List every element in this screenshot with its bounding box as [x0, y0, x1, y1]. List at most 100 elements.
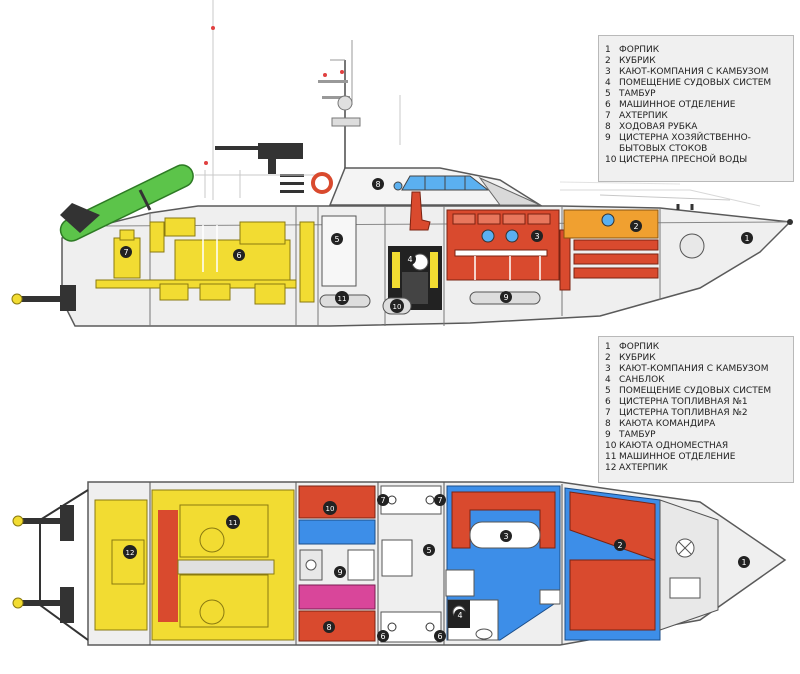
marker-label: 8 [375, 180, 380, 189]
marker-circle [323, 501, 337, 515]
room-marker-1: 1 [741, 232, 753, 244]
legend-number: 9 [605, 133, 611, 143]
legend-label: ФОРПИК [619, 342, 660, 352]
room-marker-8: 8 [372, 178, 384, 190]
legend-item: 7 АХТЕРПИК [605, 111, 787, 122]
legend-label: ТАМБУР [619, 430, 656, 440]
marker-circle [335, 291, 349, 305]
legend-label: ЦИСТЕРНА ПРЕСНОЙ ВОДЫ [619, 155, 748, 165]
legend-label: ХОДОВАЯ РУБКА [619, 122, 698, 132]
legend-item: 1 ФОРПИК [605, 342, 787, 353]
room-marker-12: 12 [123, 545, 137, 559]
legend-number: 7 [605, 408, 611, 418]
legend-label: ЦИСТЕРНА ТОПЛИВНАЯ №1 [619, 397, 748, 407]
legend-label: КАЮТ-КОМПАНИЯ С КАМБУЗОМ [619, 67, 769, 77]
legend-item: 8 ХОДОВАЯ РУБКА [605, 122, 787, 133]
room-marker-11: 11 [335, 291, 349, 305]
marker-label: 11 [338, 295, 347, 303]
marker-label: 9 [503, 293, 508, 302]
legend-label: КУБРИК [619, 353, 656, 363]
room-marker-6: 6 [434, 630, 446, 642]
legend-number: 4 [605, 375, 611, 385]
room-marker-10: 10 [390, 299, 404, 313]
legend-item: 6 МАШИННОЕ ОТДЕЛЕНИЕ [605, 100, 787, 111]
legend-number: 6 [605, 100, 611, 110]
legend-item: 4 САНБЛОК [605, 375, 787, 386]
legend-number: 4 [605, 78, 611, 88]
legend-label: АХТЕРПИК [619, 111, 668, 121]
room-marker-3: 3 [500, 530, 512, 542]
marker-label: 9 [337, 568, 342, 577]
room-marker-6: 6 [233, 249, 245, 261]
legend-number: 12 [605, 463, 617, 473]
marker-circle [454, 609, 466, 621]
legend-label: САНБЛОК [619, 375, 665, 385]
legend-number: 5 [605, 89, 611, 99]
marker-label: 10 [326, 505, 335, 513]
legend-item: 8 КАЮТА КОМАНДИРА [605, 419, 787, 430]
legend-label: МАШИННОЕ ОТДЕЛЕНИЕ [619, 452, 736, 462]
marker-circle [500, 530, 512, 542]
room-marker-9: 9 [334, 566, 346, 578]
marker-circle [377, 630, 389, 642]
marker-label: 5 [426, 546, 431, 555]
marker-label: 2 [633, 222, 638, 231]
room-marker-7: 7 [120, 246, 132, 258]
marker-label: 8 [326, 623, 331, 632]
side-view [11, 0, 793, 327]
marker-circle [331, 233, 343, 245]
room-marker-4: 4 [454, 609, 466, 621]
legend-number: 1 [605, 342, 611, 352]
legend-label: АХТЕРПИК [619, 463, 668, 473]
legend-item: 9 ТАМБУР [605, 430, 787, 441]
legend-number: 10 [605, 441, 617, 451]
marker-circle [531, 230, 543, 242]
marker-circle [434, 494, 446, 506]
room-marker-1: 1 [738, 556, 750, 568]
room-marker-10: 10 [323, 501, 337, 515]
marker-label: 4 [457, 611, 462, 620]
legend-number: 8 [605, 419, 611, 429]
marker-circle [372, 178, 384, 190]
legend-item: 5 ТАМБУР [605, 89, 787, 100]
legend-label: КАЮТА КОМАНДИРА [619, 419, 716, 429]
marker-circle [377, 494, 389, 506]
marker-label: 1 [741, 558, 746, 567]
marker-label: 2 [617, 541, 622, 550]
marker-circle [630, 220, 642, 232]
legend-number: 1 [605, 45, 611, 55]
legend-label: ЦИСТЕРНА ХОЗЯЙСТВЕННО-БЫТОВЫХ СТОКОВ [619, 133, 751, 154]
legend-number: 10 [605, 155, 617, 165]
room-marker-5: 5 [331, 233, 343, 245]
legend-number: 7 [605, 111, 611, 121]
marker-circle [334, 566, 346, 578]
legend-label: МАШИННОЕ ОТДЕЛЕНИЕ [619, 100, 736, 110]
legend-label: КУБРИК [619, 56, 656, 66]
marker-circle [738, 556, 750, 568]
marker-label: 1 [744, 234, 749, 243]
legend-number: 9 [605, 430, 611, 440]
legend-label: ТАМБУР [619, 89, 656, 99]
marker-label: 10 [393, 303, 402, 311]
room-marker-6: 6 [377, 630, 389, 642]
marker-label: 7 [123, 248, 128, 257]
marker-label: 4 [407, 255, 412, 264]
marker-label: 6 [437, 632, 442, 641]
room-marker-8: 8 [323, 621, 335, 633]
marker-circle [323, 621, 335, 633]
marker-circle [390, 299, 404, 313]
marker-circle [404, 253, 416, 265]
legend-number: 8 [605, 122, 611, 132]
